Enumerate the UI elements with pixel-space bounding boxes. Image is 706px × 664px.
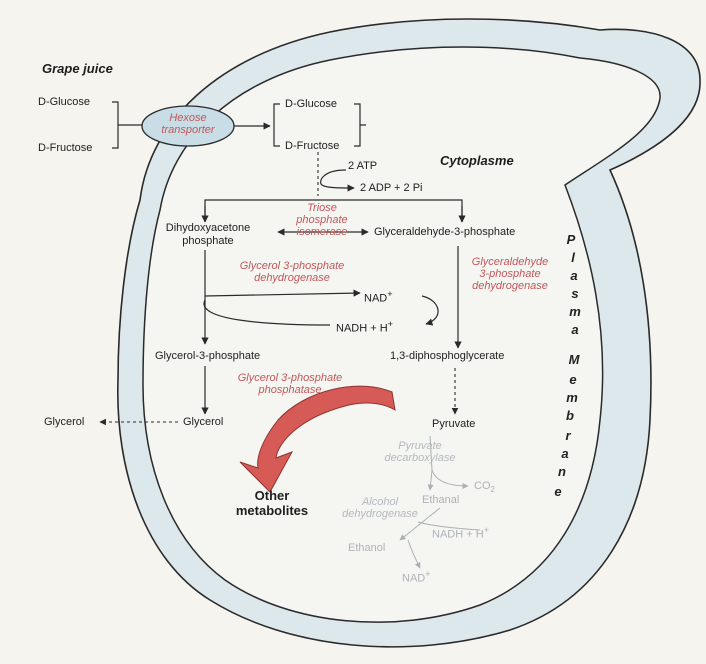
outer-glucose: D-Glucose [38,96,90,109]
membrane-letter: a [567,268,581,283]
membrane-letter: e [551,484,565,499]
glycerol-3-phosphate-label: Glycerol-3-phosphate [155,350,260,363]
outer-bracket [112,102,146,148]
glycerol-intracellular: Glycerol [183,416,223,429]
bpg-label: 1,3-diphosphoglycerate [390,350,504,363]
nadh2-label: NADH + H+ [432,524,489,542]
atp-label: 2 ATP [348,160,377,173]
adp-label: 2 ADP + 2 Pi [360,182,422,195]
membrane-letter: n [555,464,569,479]
membrane-letter: a [558,446,572,461]
title: Grape juice [42,62,113,75]
membrane-letter: M [567,352,581,367]
membrane-letter: l [566,250,580,265]
inner-glucose: D-Glucose [285,98,337,111]
nad2-label: NAD+ [402,568,431,586]
co2-label: CO2 [474,480,495,496]
membrane-letter: m [568,304,582,319]
membrane-letter: s [568,286,582,301]
membrane-letter: P [564,232,578,247]
ethanol-label: Ethanol [348,542,385,555]
membrane-letter: m [565,390,579,405]
outer-fructose: D-Fructose [38,142,92,155]
nad-label: NAD+ [364,288,393,306]
nadh-label: NADH + H+ [336,318,393,336]
inner-fructose: D-Fructose [285,140,339,153]
pyruvate-label: Pyruvate [432,418,475,431]
glycerol-exported: Glycerol [44,416,84,429]
cytoplasme-label: Cytoplasme [440,154,514,167]
membrane-letter: b [563,408,577,423]
membrane-letter: a [568,322,582,337]
g3p-label: Glyceraldehyde-3-phosphate [374,226,515,239]
membrane-letter: r [561,428,575,443]
membrane-letter: e [566,372,580,387]
ethanal-label: Ethanal [422,494,459,507]
